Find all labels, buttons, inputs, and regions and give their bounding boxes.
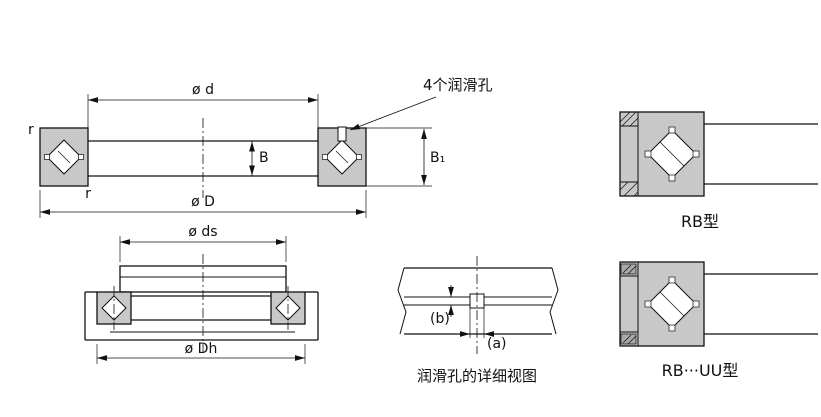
left-notch: [44, 154, 50, 160]
right-notch: [356, 154, 362, 160]
notch: [668, 324, 676, 332]
notch: [668, 174, 676, 182]
notch: [692, 150, 700, 158]
hatch-line: [627, 265, 637, 275]
lubrication-hole: [337, 126, 347, 142]
notch: [644, 300, 652, 308]
lube-hole-detail-view: (b) (a) 润滑孔的详细视图: [397, 256, 559, 385]
main-section-view: ø d ø D B B₁ r r 4个润滑孔: [28, 76, 493, 218]
left-roller-axis-line: [57, 150, 71, 164]
break-line-right: [549, 267, 559, 335]
hatch-line: [622, 334, 632, 344]
hatch-line: [623, 181, 639, 197]
rb-uu-type-view: RB···UU型: [619, 261, 818, 380]
break-line-left: [397, 267, 407, 335]
rb-type-label: RB型: [681, 212, 719, 231]
hatch-line: [629, 117, 639, 127]
hatch-line: [627, 335, 637, 345]
seal-bottom: [620, 333, 637, 345]
dim-label-shaft-dia: ø ds: [188, 224, 217, 240]
notch: [644, 150, 652, 158]
dim-label-outer-dia: ø D: [191, 194, 215, 210]
notch: [668, 276, 676, 284]
right-notch: [322, 154, 328, 160]
lube-holes-note: 4个润滑孔: [423, 76, 493, 94]
fillet-r-bottom-label: r: [85, 186, 91, 202]
hatch-line: [619, 181, 629, 191]
hatch-line: [619, 111, 631, 123]
dim-label-inner-dia: ø d: [192, 82, 214, 98]
roller-axis-line: [659, 141, 685, 167]
dim-label-width-b: B: [259, 150, 269, 166]
rb-type-view: RB型: [619, 111, 818, 231]
right-roller-axis-line: [335, 150, 349, 164]
dim-label-width-b1: B₁: [430, 150, 445, 166]
dim-label-housing-dia: ø Dh: [185, 341, 218, 357]
left-notch: [78, 154, 84, 160]
fillet-r-top-label: r: [28, 122, 34, 138]
mounting-section-view: ø ds ø Dh: [84, 224, 319, 364]
roller-axis-line: [659, 291, 685, 317]
hatch-line: [633, 191, 639, 197]
dim-label-b: (b): [430, 311, 450, 327]
rb-uu-type-label: RB···UU型: [662, 361, 739, 380]
notch: [668, 126, 676, 134]
hatch-line: [621, 111, 637, 127]
seal-top: [620, 263, 637, 275]
lube-holes-leader-line: [349, 96, 437, 131]
dim-label-a: (a): [487, 336, 507, 352]
notch: [692, 300, 700, 308]
hatch-line: [622, 264, 632, 274]
detail-view-caption: 润滑孔的详细视图: [417, 367, 537, 385]
